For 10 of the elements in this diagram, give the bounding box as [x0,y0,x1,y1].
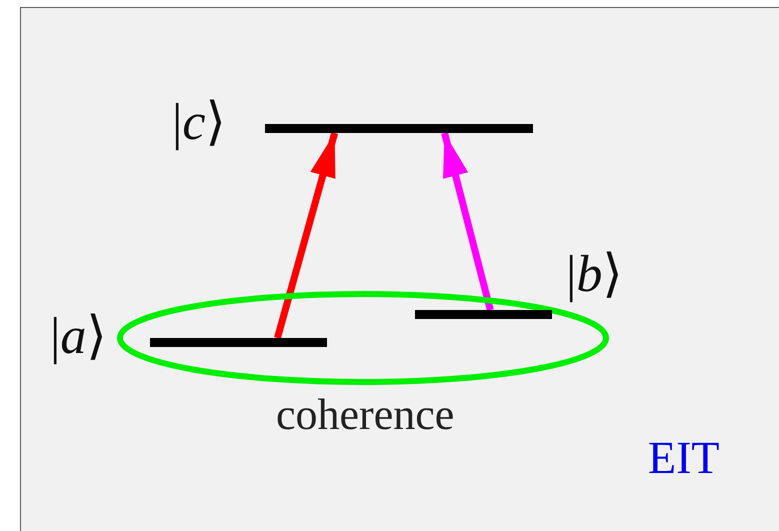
state-label: |a⟩ [50,307,107,367]
ellipse-label: coherence [276,390,454,440]
state-label: |c⟩ [172,93,226,153]
transition-arrow [274,132,338,339]
energy-level-bar [150,338,327,347]
transition-arrow [441,132,494,311]
energy-level-bar [415,310,552,319]
state-label: |b⟩ [566,245,623,305]
title-label: EIT [648,432,720,484]
energy-level-bar [265,124,533,133]
